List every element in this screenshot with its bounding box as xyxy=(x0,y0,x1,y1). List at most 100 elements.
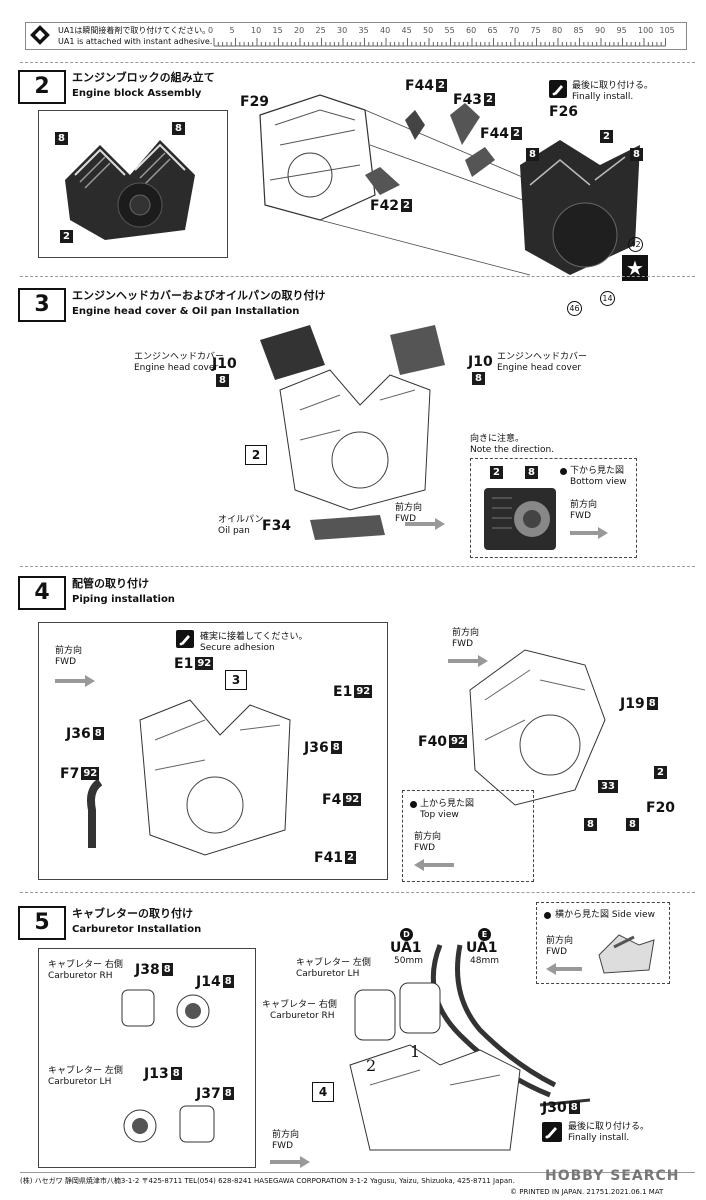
divider xyxy=(20,892,695,893)
step3-title-jp: エンジンヘッドカバーおよびオイルパンの取り付け xyxy=(72,289,326,302)
scale-label: 55 xyxy=(444,26,455,35)
color-callout-8: 8 xyxy=(172,122,185,135)
part-label: J13 xyxy=(144,1066,169,1082)
head-cover-label-left-en: Engine head cover xyxy=(134,363,219,373)
qty-badge: 8 xyxy=(161,963,173,976)
part-label: J19 xyxy=(620,696,645,712)
side-view-jp: 横から見た図 Side view xyxy=(555,910,655,921)
carb-lh-label-en: Carburetor LH xyxy=(296,969,360,979)
marker-e: E xyxy=(478,928,491,941)
carb-lh-label-jp: キャブレター 左側 xyxy=(296,958,371,968)
qty-badge: 8 xyxy=(170,1067,182,1080)
ref-callout-2: 2 xyxy=(366,1056,377,1075)
footer-company: (株) ハセガワ 静岡県焼津市八楠3-1-2 〒425-8711 TEL(054… xyxy=(20,1177,515,1185)
part-ua1-d: UA1 xyxy=(390,940,422,956)
scale-label: 30 xyxy=(337,26,348,35)
color-callout-8: 8 xyxy=(472,372,485,385)
part-label: J30 xyxy=(542,1100,567,1116)
fwd-en: FWD xyxy=(55,657,77,667)
part-label: F42 xyxy=(370,198,400,214)
step4-title-en: Piping installation xyxy=(72,594,175,605)
part-label: F43 xyxy=(453,92,483,108)
color-callout-33: 33 xyxy=(598,780,618,793)
head-cover-label-left-jp: エンジンヘッドカバー xyxy=(134,352,225,362)
marker-d: D xyxy=(400,928,413,941)
color-callout-2: 2 xyxy=(600,130,613,143)
part-label: J36 xyxy=(304,740,329,756)
scale-label: 60 xyxy=(466,26,477,35)
bottom-view-box xyxy=(470,458,637,558)
step2-title-en: Engine block Assembly xyxy=(72,88,202,99)
pipe-f7-illustration xyxy=(84,778,106,850)
oil-pan-bottom-illustration xyxy=(484,488,556,550)
qty-badge: 8 xyxy=(330,741,342,754)
oil-pan-en: Oil pan xyxy=(218,526,250,536)
fwd-en: FWD xyxy=(546,947,568,957)
color-circle-14: 14 xyxy=(600,286,615,306)
color-callout-8: 8 xyxy=(630,148,643,161)
carb-lh-jp: キャブレター 左側 xyxy=(48,1066,123,1076)
part-label: E1 xyxy=(174,656,194,672)
engine-side-piping-illustration xyxy=(455,640,615,810)
qty-badge: 2 xyxy=(401,199,413,212)
ua1-length-50: 50mm xyxy=(394,956,423,966)
part-label: F40 xyxy=(418,734,448,750)
color-circle-42: 42 xyxy=(628,232,643,252)
star-icon: ★ xyxy=(622,255,648,281)
qty-badge: 92 xyxy=(195,657,214,670)
scale-label: 50 xyxy=(423,26,434,35)
footer-rule xyxy=(20,1172,695,1173)
scale-label: 105 xyxy=(659,26,675,35)
step-number-4: 4 xyxy=(18,576,66,610)
top-view-jp: 上から見た図 xyxy=(420,799,475,809)
divider xyxy=(20,62,695,63)
top-view-en: Top view xyxy=(420,810,459,820)
adhesive-note-box xyxy=(25,22,687,50)
qty-badge: 8 xyxy=(646,697,658,710)
fwd-en: FWD xyxy=(414,843,436,853)
footer-printed: © PRINTED IN JAPAN. 21751.2021.06.1 MAT xyxy=(510,1188,664,1196)
glue-icon xyxy=(542,1122,562,1142)
scale-label: 95 xyxy=(616,26,627,35)
fwd-jp: 前方向 xyxy=(452,628,480,638)
circle-label: 46 xyxy=(567,301,582,316)
color-callout-8: 8 xyxy=(584,818,597,831)
ref-step-2: 2 xyxy=(245,445,267,465)
head-cover-label-right-jp: エンジンヘッドカバー xyxy=(497,352,588,362)
scale-label: 100 xyxy=(638,26,654,35)
part-f20: F20 xyxy=(646,800,676,816)
step-number-5: 5 xyxy=(18,906,66,940)
fwd-arrow-icon xyxy=(270,1153,310,1168)
scale-label: 10 xyxy=(251,26,262,35)
oil-pan-jp: オイルパン xyxy=(218,515,264,525)
circle-label: 42 xyxy=(628,237,643,252)
part-label: J14 xyxy=(196,974,221,990)
carb-lh-en: Carburetor LH xyxy=(48,1077,112,1087)
fwd-jp: 前方向 xyxy=(414,832,442,842)
scale-label: 0 xyxy=(208,26,214,35)
carburetor-rh-illustration xyxy=(118,985,228,1035)
qty-badge: 92 xyxy=(81,767,100,780)
step5-subassembly-box xyxy=(38,948,256,1168)
bullet-icon xyxy=(410,801,417,808)
fwd-en: FWD xyxy=(395,514,417,524)
scale-label: 90 xyxy=(595,26,606,35)
fwd-arrow-icon xyxy=(55,672,95,687)
scale-label: 45 xyxy=(401,26,412,35)
scale-label: 70 xyxy=(509,26,520,35)
qty-badge: 8 xyxy=(222,975,234,988)
carb-rh-jp: キャブレター 右側 xyxy=(48,960,123,970)
ref-step-3: 3 xyxy=(225,670,247,690)
color-callout-8: 8 xyxy=(216,374,229,387)
fwd-en: FWD xyxy=(570,511,592,521)
color-callout-2: 2 xyxy=(654,766,667,779)
fwd-jp: 前方向 xyxy=(570,500,598,510)
ua1-length-48: 48mm xyxy=(470,956,499,966)
carburetor-lh-illustration xyxy=(118,1100,228,1150)
fwd-en: FWD xyxy=(452,639,474,649)
